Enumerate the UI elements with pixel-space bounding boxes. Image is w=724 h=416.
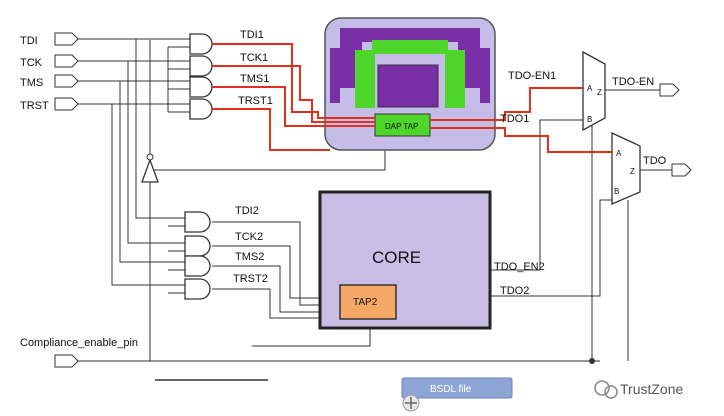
mux1-in-b: B: [587, 115, 592, 124]
pin-label-tdi: TDI: [20, 35, 38, 47]
signal-labels: TDI1 TCK1 TMS1 TRST1 TDI2 TCK2 TMS2 TRST…: [233, 29, 556, 297]
label-trst1: TRST1: [238, 95, 273, 107]
pin-tdo-en: [659, 83, 680, 97]
and-gates-upper: [189, 33, 213, 120]
mux2-out-z: Z: [630, 167, 635, 176]
core-title: CORE: [372, 248, 421, 267]
pin-tdo: [671, 163, 692, 177]
input-pins: TDI TCK TMS TRST Compliance_enable_pin: [20, 32, 138, 368]
pin-label-trst: TRST: [20, 100, 49, 112]
label-tdi1: TDI1: [240, 29, 264, 41]
mux2-in-b: B: [614, 187, 619, 196]
label-tdo-en1: TDO-EN1: [508, 70, 556, 82]
pin-tck: [54, 54, 79, 68]
mux2-in-a: A: [616, 149, 622, 158]
inverter: [141, 153, 159, 183]
label-tdo2: TDO2: [500, 285, 529, 297]
bsdl-file-button[interactable]: BSDL file: [401, 377, 513, 399]
label-tdo-en2: TDO_EN2: [494, 261, 545, 273]
watermark: TrustZone: [594, 380, 683, 399]
bsdl-file-label: BSDL file: [430, 384, 472, 395]
dap-tap-label: DAP TAP: [385, 122, 418, 131]
black-wires: [78, 38, 629, 362]
mux1-out-z: Z: [597, 88, 602, 97]
tap2-block: [339, 284, 397, 320]
label-tdi2: TDI2: [235, 205, 259, 217]
pin-tdi: [54, 32, 79, 46]
core-block: CORE TAP2: [318, 190, 492, 330]
label-tms2: TMS2: [235, 251, 264, 263]
pin-tms: [54, 74, 79, 88]
mux-1: A B Z: [582, 50, 606, 132]
label-tdo-en: TDO-EN: [612, 76, 654, 88]
label-tdo: TDO: [643, 155, 667, 167]
label-tms1: TMS1: [240, 73, 269, 85]
pin-label-tms: TMS: [20, 77, 43, 89]
tap2-label: TAP2: [353, 297, 378, 308]
label-trst2: TRST2: [233, 273, 268, 285]
label-tck2: TCK2: [235, 231, 263, 243]
watermark-text: TrustZone: [620, 381, 683, 397]
wechat-icon: [594, 380, 610, 396]
label-tck1: TCK1: [240, 52, 268, 64]
label-tdo1: TDO1: [500, 113, 529, 125]
and-gates-lower: [184, 211, 211, 300]
pin-trst: [54, 97, 79, 111]
pin-compliance: [54, 354, 79, 368]
move-handle-icon[interactable]: [402, 394, 420, 412]
chip-block: DAP TAP: [324, 17, 496, 151]
junction-dot: [589, 358, 595, 364]
mux1-in-a: A: [587, 84, 593, 93]
pin-label-tck: TCK: [20, 57, 43, 69]
red-wires: [212, 43, 612, 153]
mux-2: A B Z: [611, 131, 641, 205]
pin-label-compliance: Compliance_enable_pin: [20, 337, 138, 349]
